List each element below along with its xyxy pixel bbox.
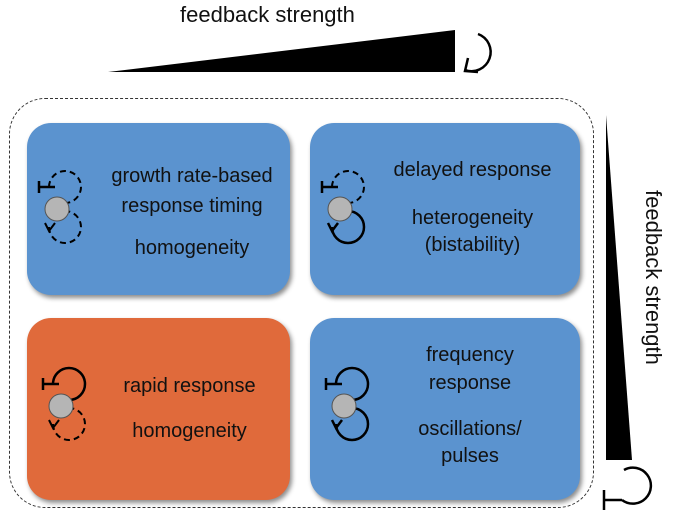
panel-text-line: homogeneity (134, 237, 250, 259)
panel-text-line: rapid response (123, 375, 256, 397)
negative-loop-icon (602, 466, 653, 510)
side-axis-label: feedback strength (641, 190, 666, 365)
dashed-frame (9, 98, 594, 508)
panel-text-line: homogeneity (132, 420, 247, 442)
panel-text-line: delayed response (393, 159, 552, 181)
positive-loop-icon (463, 32, 492, 74)
panel-text-line: (bistability) (424, 234, 521, 256)
panel-text-line: growth rate-based (111, 165, 273, 187)
motif-weak-weak-icon (37, 170, 82, 244)
motif-strong-strong-icon (324, 366, 370, 442)
side-feedback-wedge (606, 115, 632, 460)
panel-text-line: frequency (426, 344, 514, 366)
motif-strong-weak-icon (41, 366, 87, 441)
panel-text-line: oscillations/ (418, 418, 522, 440)
panel-text-line: response timing (121, 195, 263, 217)
panel-text-line: heterogeneity (411, 207, 534, 229)
top-axis-label: feedback strength (180, 2, 355, 27)
panel-bottom-left: rapid response homogeneity (27, 318, 290, 500)
panel-top-left: growth rate-based response timing homoge… (27, 123, 290, 295)
top-feedback-wedge (108, 30, 455, 72)
panel-text-line: pulses (441, 445, 499, 467)
motif-weak-strong-icon (320, 170, 366, 245)
panel-top-right: delayed response heterogeneity (bistabil… (310, 123, 580, 295)
panel-text-line: response (428, 372, 512, 394)
panel-bottom-right: frequency response oscillations/ pulses (310, 318, 580, 500)
